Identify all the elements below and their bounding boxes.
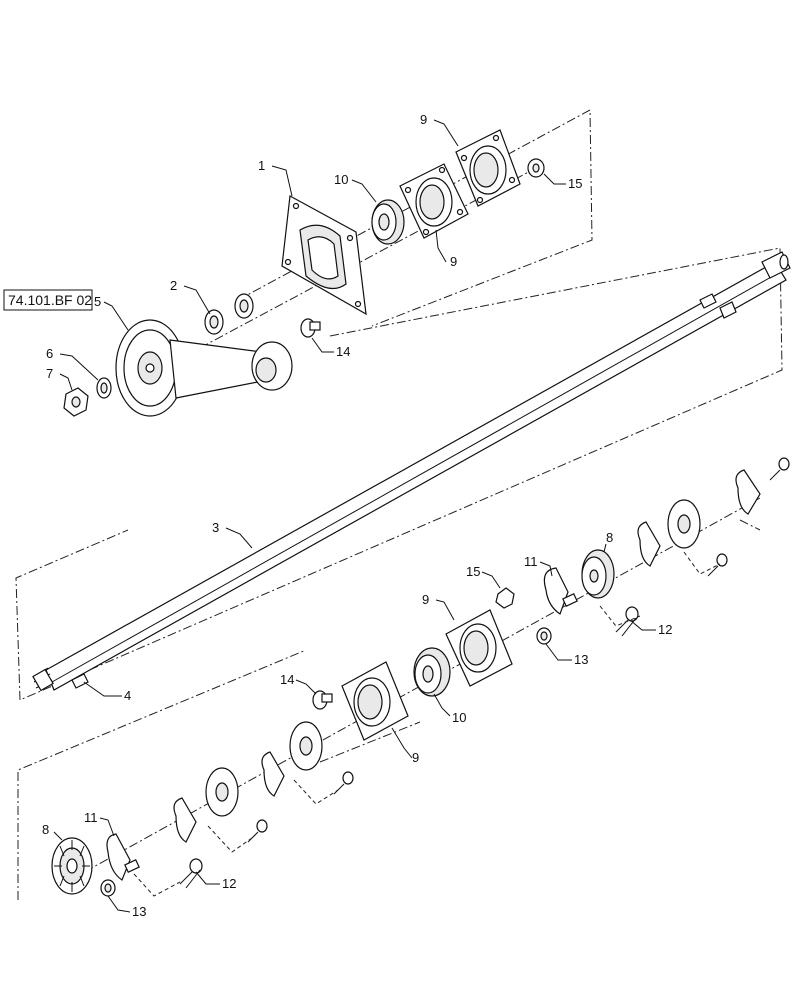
leader-dash-lower-left-1 [133,873,181,897]
callout-4[interactable]: 4 [124,688,131,703]
lower-section-boundary [17,519,761,900]
callout-14-lower[interactable]: 14 [280,672,294,687]
nut-part-15-lower [495,587,515,609]
leader-10a [351,179,377,203]
callout-7[interactable]: 7 [46,366,53,381]
reference-box-label[interactable]: 74.101.BF 02 [8,292,92,308]
callout-3[interactable]: 3 [212,520,219,535]
reference-box-frame [3,289,93,311]
callout-10-upper[interactable]: 10 [334,172,348,187]
leader-4 [83,681,122,697]
crank-arm-part-5 [115,319,293,417]
callout-15-lower[interactable]: 15 [466,564,480,579]
gear-segment-lower-left-2 [289,721,323,771]
clamp-segment-upper-right-2 [735,469,761,515]
clamp-segment-lower-left-1 [173,797,197,843]
leader-8a [603,543,607,553]
leader-6 [59,353,99,381]
washer-part-2 [204,309,224,335]
clamp-segment-lower-left-2 [261,751,285,797]
callout-9-upper-rear[interactable]: 9 [420,112,427,127]
gear-segment-lower-left-1 [205,767,239,817]
leader-9c [435,599,455,621]
lock-washer-upper [234,293,254,319]
leader-7 [59,373,73,391]
leader-9a [433,119,459,147]
leader-12a [629,619,656,631]
nut-part-7 [63,387,89,417]
lock-nut-part-13-upper [536,627,552,645]
callout-8-lower[interactable]: 8 [42,822,49,837]
carriage-bolt-part-14-upper [300,318,321,338]
leader-9b [435,229,447,263]
leader-14a [311,337,334,353]
leader-2 [183,285,211,315]
callout-12-lower[interactable]: 12 [222,876,236,891]
washer-part-6 [96,377,112,399]
leader-8b [53,831,63,841]
leader-dash-upper-right-1 [599,605,641,627]
callout-5[interactable]: 5 [94,294,101,309]
bearing-part-10-lower [413,647,451,697]
key-part-4 [71,673,89,689]
gear-segment-upper-right-1 [667,499,701,549]
callout-13-upper[interactable]: 13 [574,652,588,667]
bolt-part-12-lower [179,858,203,889]
bolt-segment-lower-left-1 [247,819,268,843]
leader-13b [107,895,131,913]
lower-centerline [69,497,761,881]
leader-15a [543,173,566,185]
callout-13-lower[interactable]: 13 [132,904,146,919]
leader-13a [545,643,572,661]
callout-11-upper[interactable]: 11 [524,554,538,569]
clamp-segment-upper-right-1 [637,521,661,567]
bolt-segment-upper-right-2 [769,457,790,481]
bolt-segment-upper-right-1 [707,553,728,577]
leader-1 [271,165,293,197]
bearing-part-10-upper [371,199,405,245]
nut-part-15-upper [527,158,545,178]
leader-12b [195,871,220,885]
flange-part-9-upper-front [399,163,469,239]
bolt-segment-lower-left-2 [333,771,354,795]
leader-3 [225,527,253,549]
callout-10-lower[interactable]: 10 [452,710,466,725]
flange-part-9-lower-front [341,661,409,741]
leader-10b [433,693,451,717]
callout-2[interactable]: 2 [170,278,177,293]
callout-9-lower-front[interactable]: 9 [412,750,419,765]
leader-dash-lower-left-2 [207,825,253,853]
drive-gear-part-8-lower [51,837,93,895]
leader-9d [391,727,413,759]
upper-key [719,301,737,319]
callout-1[interactable]: 1 [258,158,265,173]
callout-9-upper-front[interactable]: 9 [450,254,457,269]
leader-dash-lower-left-3 [293,779,339,805]
flange-part-9-lower-rear [445,609,513,687]
callout-6[interactable]: 6 [46,346,53,361]
middle-section-boundary [15,247,783,701]
carriage-bolt-part-14-lower [312,690,333,710]
lock-nut-part-13-lower [100,879,116,897]
drive-gear-part-8-upper [581,549,615,599]
leader-11b [99,817,115,837]
leader-15b [481,571,501,589]
clamp-part-11-lower [106,833,140,881]
flange-part-9-upper-rear [455,129,521,207]
callout-9-lower-rear[interactable]: 9 [422,592,429,607]
callout-14-upper[interactable]: 14 [336,344,350,359]
leader-14b [295,679,317,695]
leader-dash-upper-right-2 [683,551,721,575]
leader-11a [539,561,553,577]
leader-5 [103,301,129,331]
clamp-part-11-upper [543,567,578,615]
callout-15-upper[interactable]: 15 [568,176,582,191]
callout-12-upper[interactable]: 12 [658,622,672,637]
shaft-part-3 [32,251,791,692]
callout-8-upper[interactable]: 8 [606,530,613,545]
callout-11-lower[interactable]: 11 [84,810,98,825]
mounting-plate-part-1 [281,195,367,316]
